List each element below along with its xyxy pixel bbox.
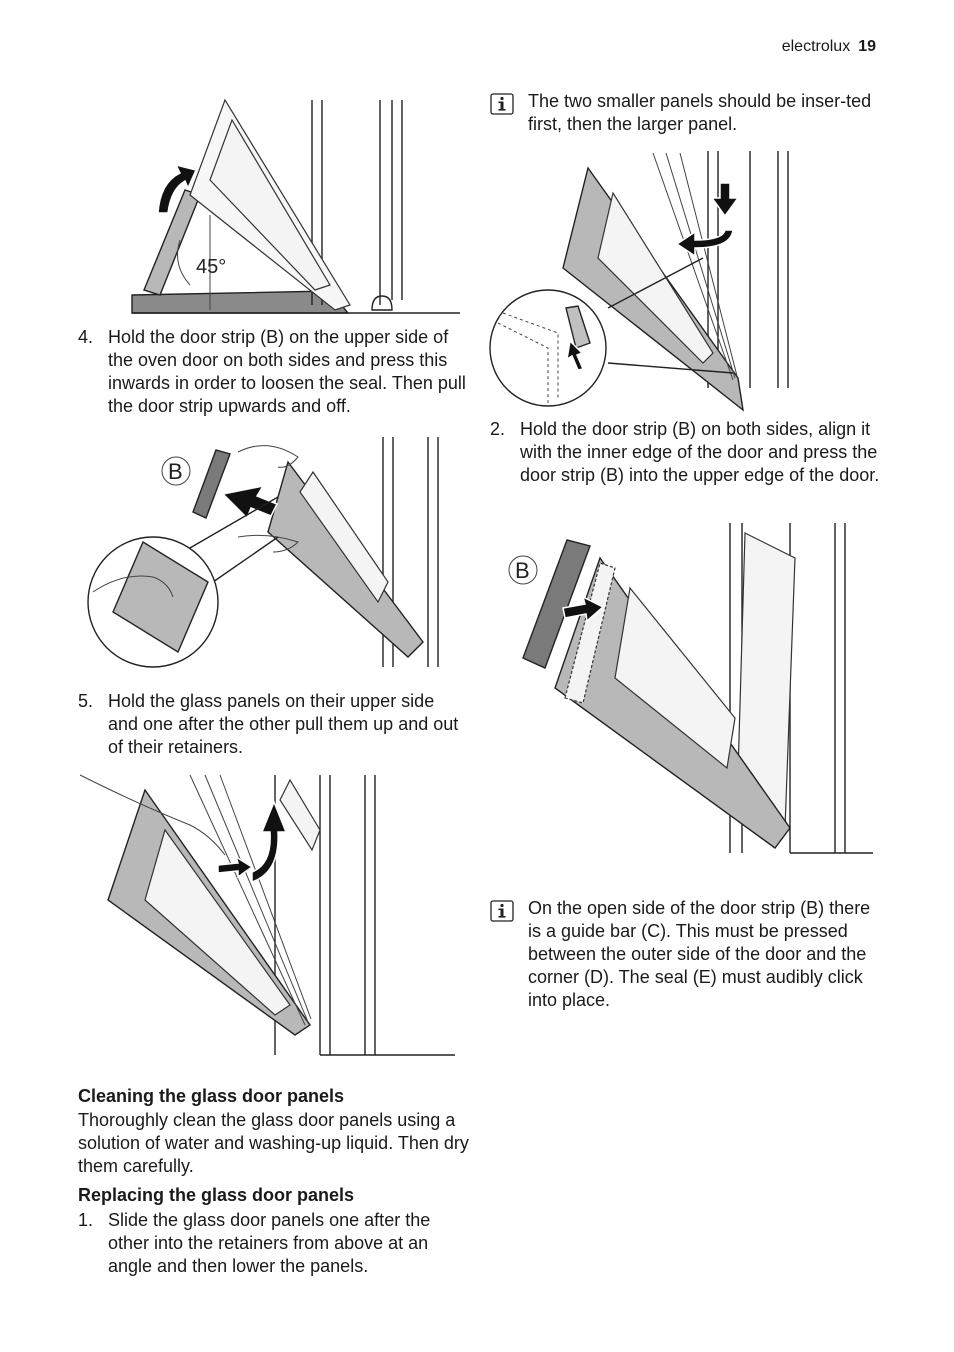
step-4: 4. Hold the door strip (B) on the upper … xyxy=(78,326,468,421)
step-number: 1. xyxy=(78,1210,94,1230)
angle-label: 45° xyxy=(196,256,226,278)
page-header: electrolux 19 xyxy=(782,38,876,56)
step-text: Hold the door strip (B) on the upper sid… xyxy=(108,327,466,416)
step-number: 2. xyxy=(490,419,506,439)
page-number: 19 xyxy=(858,38,876,55)
info-note-2: On the open side of the door strip (B) t… xyxy=(490,897,882,1017)
info-icon xyxy=(490,900,514,922)
cleaning-heading: Cleaning the glass door panels xyxy=(78,1086,345,1106)
step-2: 2. Hold the door strip (B) on both sides… xyxy=(490,418,882,513)
step-number: 4. xyxy=(78,327,94,347)
figure-replace-door-strip: B xyxy=(508,523,873,854)
replacing-heading: Replacing the glass door panels xyxy=(78,1185,355,1205)
info-note-1: The two smaller panels should be inser-t… xyxy=(490,90,882,140)
brand-name: electrolux xyxy=(781,38,851,55)
info-icon xyxy=(490,93,514,115)
replace-step-1: 1. Slide the glass door panels one after… xyxy=(78,1209,468,1281)
step-5: 5. Hold the glass panels on their upper … xyxy=(78,690,468,762)
door-strip-label-b: B xyxy=(515,558,530,583)
step-text: Hold the glass panels on their upper sid… xyxy=(108,691,459,757)
step-number: 5. xyxy=(78,691,94,711)
figure-insert-glass-panels xyxy=(489,151,789,412)
step-text: Hold the door strip (B) on both sides, a… xyxy=(520,419,880,485)
note-text: The two smaller panels should be inser-t… xyxy=(528,91,872,134)
door-strip-label-b: B xyxy=(168,459,183,484)
step-text: Slide the glass door panels one after th… xyxy=(108,1210,431,1276)
note-text: On the open side of the door strip (B) t… xyxy=(528,898,871,1010)
figure-door-45-degrees: 45° xyxy=(131,98,460,314)
cleaning-text: Thoroughly clean the glass door panels u… xyxy=(78,1110,469,1176)
figure-remove-glass-panels xyxy=(79,774,455,1056)
figure-remove-door-strip: B xyxy=(87,437,439,668)
